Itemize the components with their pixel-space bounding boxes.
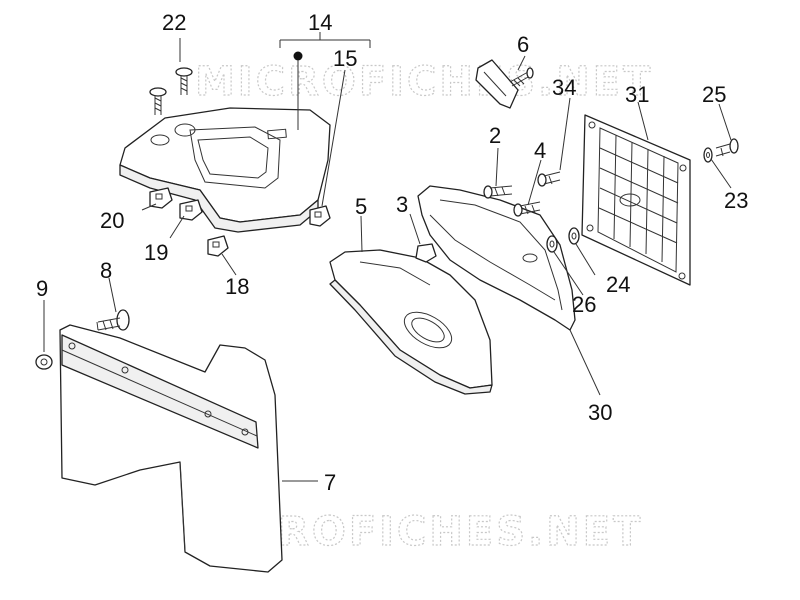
callout-2: 2 bbox=[489, 123, 501, 148]
screw-part-4 bbox=[513, 201, 541, 217]
washer-part-24 bbox=[568, 227, 580, 245]
callout-8: 8 bbox=[100, 258, 112, 283]
callout-4: 4 bbox=[534, 138, 546, 163]
screw-part-34 bbox=[537, 171, 561, 187]
clip-part-19 bbox=[179, 199, 203, 221]
screw-part-6 bbox=[509, 67, 534, 87]
mudguard-cover-part-30 bbox=[417, 185, 576, 331]
bracket-plate-part-5 bbox=[329, 249, 493, 395]
callout-30: 30 bbox=[588, 400, 612, 425]
clip-part-20 bbox=[149, 187, 173, 209]
callout-20: 20 bbox=[100, 208, 124, 233]
washer-part-23 bbox=[703, 147, 713, 163]
screw-part-22a bbox=[149, 87, 167, 115]
washer-part-9 bbox=[35, 354, 53, 370]
callout-18: 18 bbox=[225, 274, 249, 299]
nut-part-3 bbox=[415, 243, 437, 263]
callout-9: 9 bbox=[36, 276, 48, 301]
watermark-top: MICROFICHES.NET bbox=[195, 59, 653, 105]
reflector-bracket-part-6 bbox=[475, 59, 519, 109]
washer-part-26 bbox=[546, 235, 558, 253]
callout-26: 26 bbox=[572, 292, 596, 317]
leader-lines bbox=[43, 32, 732, 482]
callout-19: 19 bbox=[144, 240, 168, 265]
callout-3: 3 bbox=[396, 192, 408, 217]
callout-14: 14 bbox=[308, 10, 332, 35]
clip-part-18 bbox=[207, 235, 229, 257]
rack-tray-part-14 bbox=[119, 107, 331, 233]
callout-5: 5 bbox=[355, 194, 367, 219]
callout-22: 22 bbox=[162, 10, 186, 35]
screw-part-2 bbox=[483, 185, 513, 199]
callout-23: 23 bbox=[724, 188, 748, 213]
callout-6: 6 bbox=[517, 32, 529, 57]
callout-7: 7 bbox=[324, 470, 336, 495]
callout-31: 31 bbox=[625, 82, 649, 107]
screw-part-22b bbox=[175, 67, 193, 95]
mud-flap-part-7 bbox=[59, 324, 283, 573]
screw-part-25 bbox=[715, 138, 739, 157]
callout-15: 15 bbox=[333, 46, 357, 71]
callout-25: 25 bbox=[702, 82, 726, 107]
clip-part-15 bbox=[309, 205, 331, 227]
callout-34: 34 bbox=[552, 75, 576, 100]
plate-holder-part-31 bbox=[581, 114, 691, 286]
callout-24: 24 bbox=[606, 272, 630, 297]
screw-part-8 bbox=[96, 309, 130, 331]
